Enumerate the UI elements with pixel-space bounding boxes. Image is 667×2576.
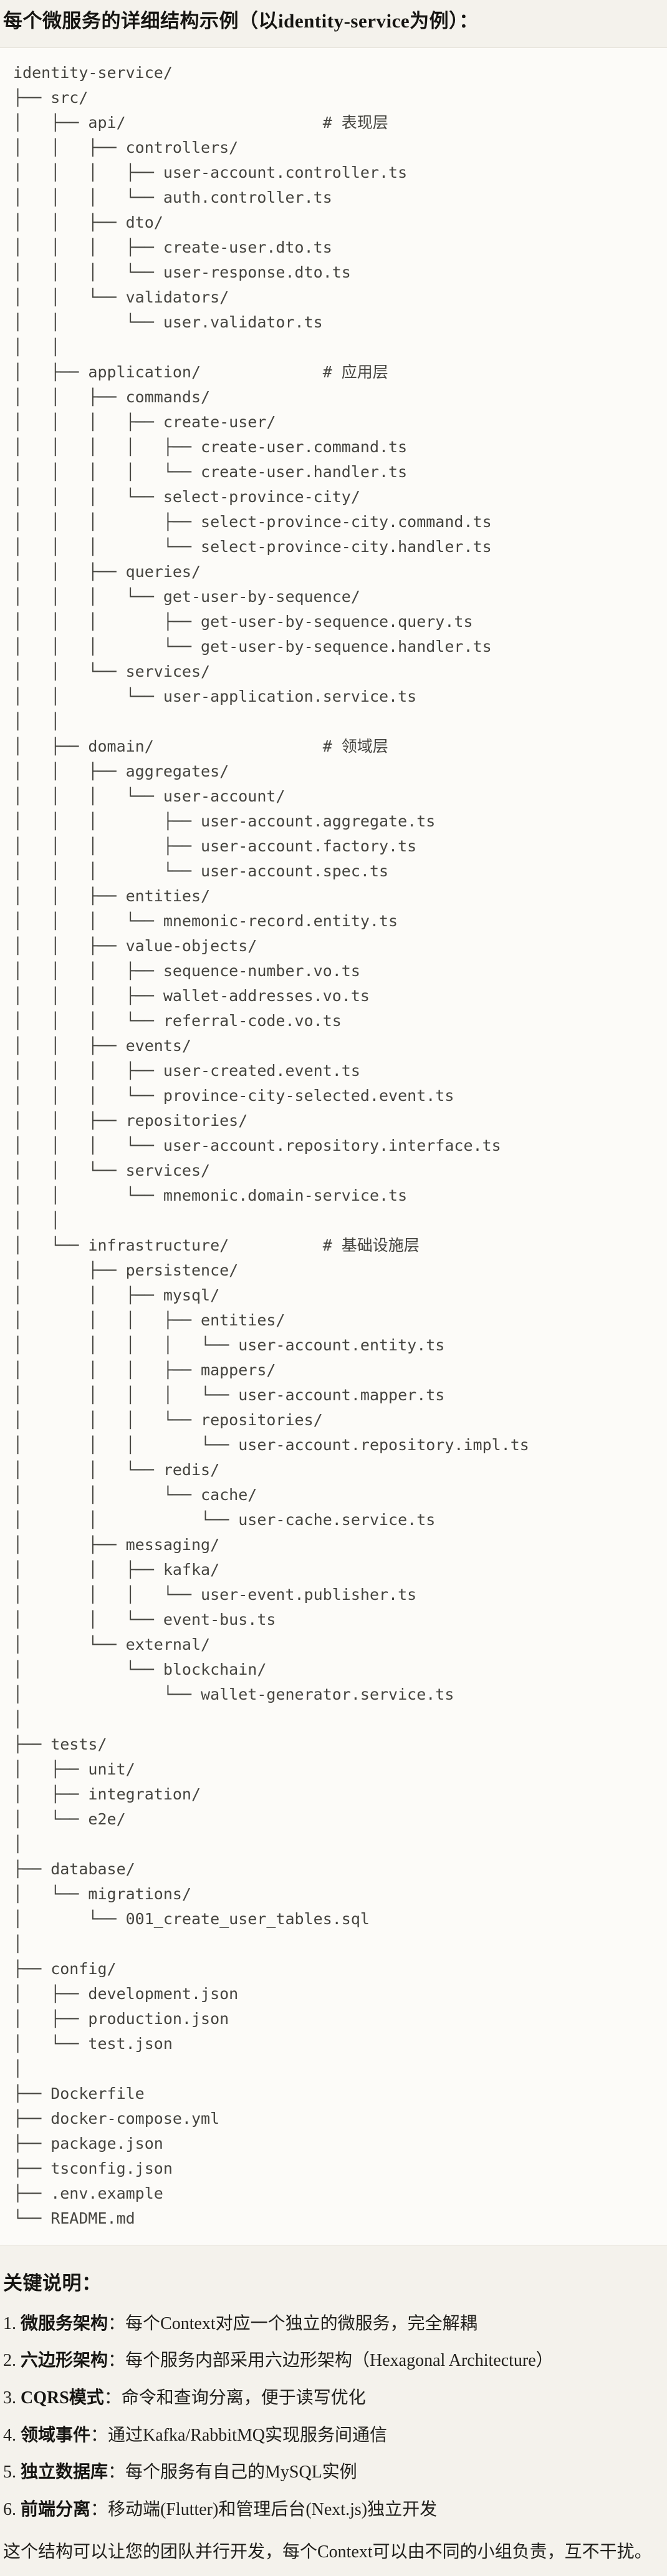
closing-paragraph: 这个结构可以让您的团队并行开发，每个Context可以由不同的小组负责，互不干扰…: [3, 2542, 652, 2562]
list-item-term: 独立数据库: [21, 2462, 108, 2482]
notes-list: 1.微服务架构：每个Context对应一个独立的微服务，完全解耦 2.六边形架构…: [3, 2312, 663, 2523]
list-item-number: 6.: [3, 2499, 16, 2519]
list-item-term: 六边形架构: [21, 2351, 108, 2371]
list-item-desc: ：移动端(Flutter)和管理后台(Next.js)独立开发: [90, 2499, 438, 2519]
list-item: 3.CQRS模式：命令和查询分离，便于读写优化: [3, 2386, 663, 2411]
page-title: 每个微服务的详细结构示例（以identity-service为例）：: [3, 10, 479, 32]
list-item-term: CQRS模式: [21, 2388, 104, 2408]
notes-section: 关键说明： 1.微服务架构：每个Context对应一个独立的微服务，完全解耦 2…: [0, 2267, 667, 2566]
list-item-number: 1.: [3, 2313, 16, 2333]
list-item-number: 5.: [3, 2462, 16, 2482]
list-item-term: 领域事件: [21, 2425, 91, 2445]
list-item-desc: ：每个服务内部采用六边形架构（Hexagonal Architecture）: [108, 2351, 554, 2371]
list-item-desc: ：命令和查询分离，便于读写优化: [103, 2388, 366, 2408]
list-item-number: 2.: [3, 2351, 16, 2371]
list-item-number: 4.: [3, 2425, 16, 2445]
list-item-desc: ：通过Kafka/RabbitMQ实现服务间通信: [90, 2425, 387, 2445]
list-item-desc: ：每个Context对应一个独立的微服务，完全解耦: [108, 2313, 477, 2333]
file-tree: identity-service/ ├── src/ │ ├── api/ # …: [13, 63, 529, 2227]
document: 每个微服务的详细结构示例（以identity-service为例）： ident…: [0, 8, 667, 2565]
list-item-term: 前端分离: [21, 2499, 91, 2519]
list-item: 4.领域事件：通过Kafka/RabbitMQ实现服务间通信: [3, 2423, 663, 2449]
list-item: 2.六边形架构：每个服务内部采用六边形架构（Hexagonal Architec…: [3, 2348, 663, 2374]
code-block: identity-service/ ├── src/ │ ├── api/ # …: [0, 47, 667, 2245]
list-item-number: 3.: [3, 2388, 16, 2408]
list-item: 1.微服务架构：每个Context对应一个独立的微服务，完全解耦: [3, 2312, 663, 2337]
list-item-term: 微服务架构: [21, 2313, 108, 2333]
list-item: 6.前端分离：移动端(Flutter)和管理后台(Next.js)独立开发: [3, 2497, 663, 2523]
notes-heading: 关键说明：: [3, 2272, 102, 2294]
list-item: 5.独立数据库：每个服务有自己的MySQL实例: [3, 2460, 663, 2486]
list-item-desc: ：每个服务有自己的MySQL实例: [108, 2462, 357, 2482]
